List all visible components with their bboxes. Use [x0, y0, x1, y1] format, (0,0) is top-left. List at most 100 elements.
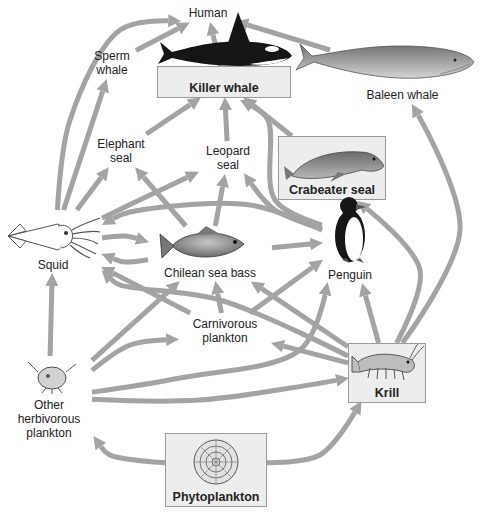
- fish-fin: [196, 226, 220, 235]
- organism-node: Leopard seal: [198, 141, 258, 175]
- feeding-arrow: [272, 244, 310, 248]
- feeding-arrow: [102, 236, 137, 238]
- organism-label: Other herbivorous plankton: [8, 398, 90, 440]
- feeding-arrow: [267, 412, 355, 462]
- fish-tail: [160, 234, 174, 258]
- organism-label: Crabeater seal: [289, 183, 375, 197]
- penguin-feet: [342, 258, 364, 263]
- killer-whale-illustration: [158, 12, 292, 66]
- feeding-arrow: [262, 289, 348, 347]
- feeding-arrow: [250, 267, 313, 313]
- highlighted-organism-box: Krill: [348, 343, 426, 403]
- feeding-arrow: [114, 259, 149, 262]
- squid-head: [58, 225, 73, 248]
- plankton-spot: [46, 374, 50, 378]
- plankton-spines: [28, 362, 76, 394]
- organism-label: Penguin: [328, 268, 372, 282]
- organism-label: Phytoplankton: [173, 490, 260, 504]
- organism-label: Chilean sea bass: [164, 266, 256, 280]
- feeding-arrow: [247, 25, 330, 50]
- organism-node: Elephant seal: [92, 134, 150, 168]
- feeding-arrow: [402, 115, 460, 343]
- feeding-arrow: [113, 203, 322, 230]
- krill-body: [358, 354, 414, 372]
- feeding-arrow: [365, 296, 378, 343]
- plankton-body: [38, 367, 66, 389]
- organism-label: Killer whale: [189, 81, 258, 95]
- organism-label: Elephant seal: [94, 137, 148, 165]
- seal-flipper: [330, 172, 346, 182]
- eye-patch: [265, 46, 279, 52]
- organism-node: Carnivorous plankton: [178, 313, 272, 349]
- krill-illustration: [352, 344, 424, 380]
- herbivorous-plankton-illustration: [28, 362, 76, 394]
- organism-label: Leopard seal: [200, 144, 256, 172]
- dorsal-fin: [228, 12, 250, 43]
- feeding-arrow: [144, 177, 186, 226]
- baleen-whale-illustration: [296, 44, 474, 78]
- squid-illustration: [8, 218, 100, 258]
- feeding-arrow: [92, 340, 166, 371]
- squid-eye: [64, 231, 68, 235]
- feeding-arrow: [101, 447, 165, 463]
- whale-body: [158, 42, 292, 66]
- feeding-arrow: [213, 35, 220, 66]
- feeding-arrow: [215, 187, 222, 226]
- organism-label: Carnivorous plankton: [180, 317, 270, 345]
- belly-patch: [250, 58, 288, 65]
- organism-label: Baleen whale: [366, 88, 438, 102]
- phytoplankton-illustration: [194, 440, 238, 484]
- feeding-arrow: [57, 21, 168, 210]
- organism-node: Squid: [4, 210, 102, 274]
- highlighted-organism-box: Killer whale: [157, 66, 291, 98]
- squid-mantle: [8, 224, 64, 250]
- krill-tail: [352, 356, 360, 372]
- highlighted-organism-box: Phytoplankton: [165, 433, 267, 507]
- organism-label: Squid: [38, 258, 69, 272]
- diatom-ring: [206, 452, 226, 472]
- organism-node: Sperm whale: [88, 46, 136, 80]
- feeding-arrow: [367, 209, 420, 343]
- feeding-arrow: [92, 380, 336, 401]
- penguin-head: [340, 197, 358, 215]
- fish-body: [172, 233, 244, 257]
- diatom-ring: [212, 458, 220, 466]
- penguin-belly: [345, 217, 363, 261]
- organism-label: Krill: [375, 386, 399, 400]
- feeding-arrow: [77, 178, 101, 210]
- diatom-rays: [194, 440, 238, 484]
- penguin-beak: [356, 204, 366, 210]
- feeding-arrow: [64, 91, 103, 210]
- whale-body: [296, 44, 474, 78]
- organism-node: Other herbivorous plankton: [6, 356, 92, 442]
- squid-tentacles: [70, 218, 100, 258]
- organism-label: Sperm whale: [90, 49, 134, 77]
- feeding-arrow: [92, 290, 170, 360]
- feeding-arrow: [50, 286, 52, 356]
- whale-eye: [454, 59, 457, 62]
- krill-antennae: [410, 344, 424, 360]
- organism-node: Baleen whale: [330, 40, 475, 104]
- throat-grooves: [440, 64, 470, 74]
- organism-node: Penguin: [322, 196, 378, 284]
- diatom-ring: [194, 440, 238, 484]
- fish-eye: [233, 240, 237, 244]
- krill-legs: [368, 368, 404, 380]
- organism-label: Human: [189, 6, 228, 20]
- penguin-back: [335, 210, 365, 262]
- chilean-sea-bass-illustration: [160, 226, 244, 258]
- feeding-arrow: [218, 294, 222, 313]
- organism-node: Chilean sea bass: [148, 226, 272, 282]
- feeding-arrow: [136, 29, 178, 51]
- feeding-arrow: [111, 279, 348, 356]
- squid-fin: [8, 224, 26, 248]
- seal-body: [292, 152, 384, 179]
- highlighted-organism-box: Crabeater seal: [278, 136, 386, 200]
- organism-node: Human: [180, 3, 236, 23]
- connector-group: [50, 21, 460, 463]
- crabeater-seal-illustration: [284, 152, 384, 182]
- seal-eye: [373, 158, 376, 161]
- seal-flipper: [284, 166, 294, 180]
- krill-eye: [407, 361, 410, 364]
